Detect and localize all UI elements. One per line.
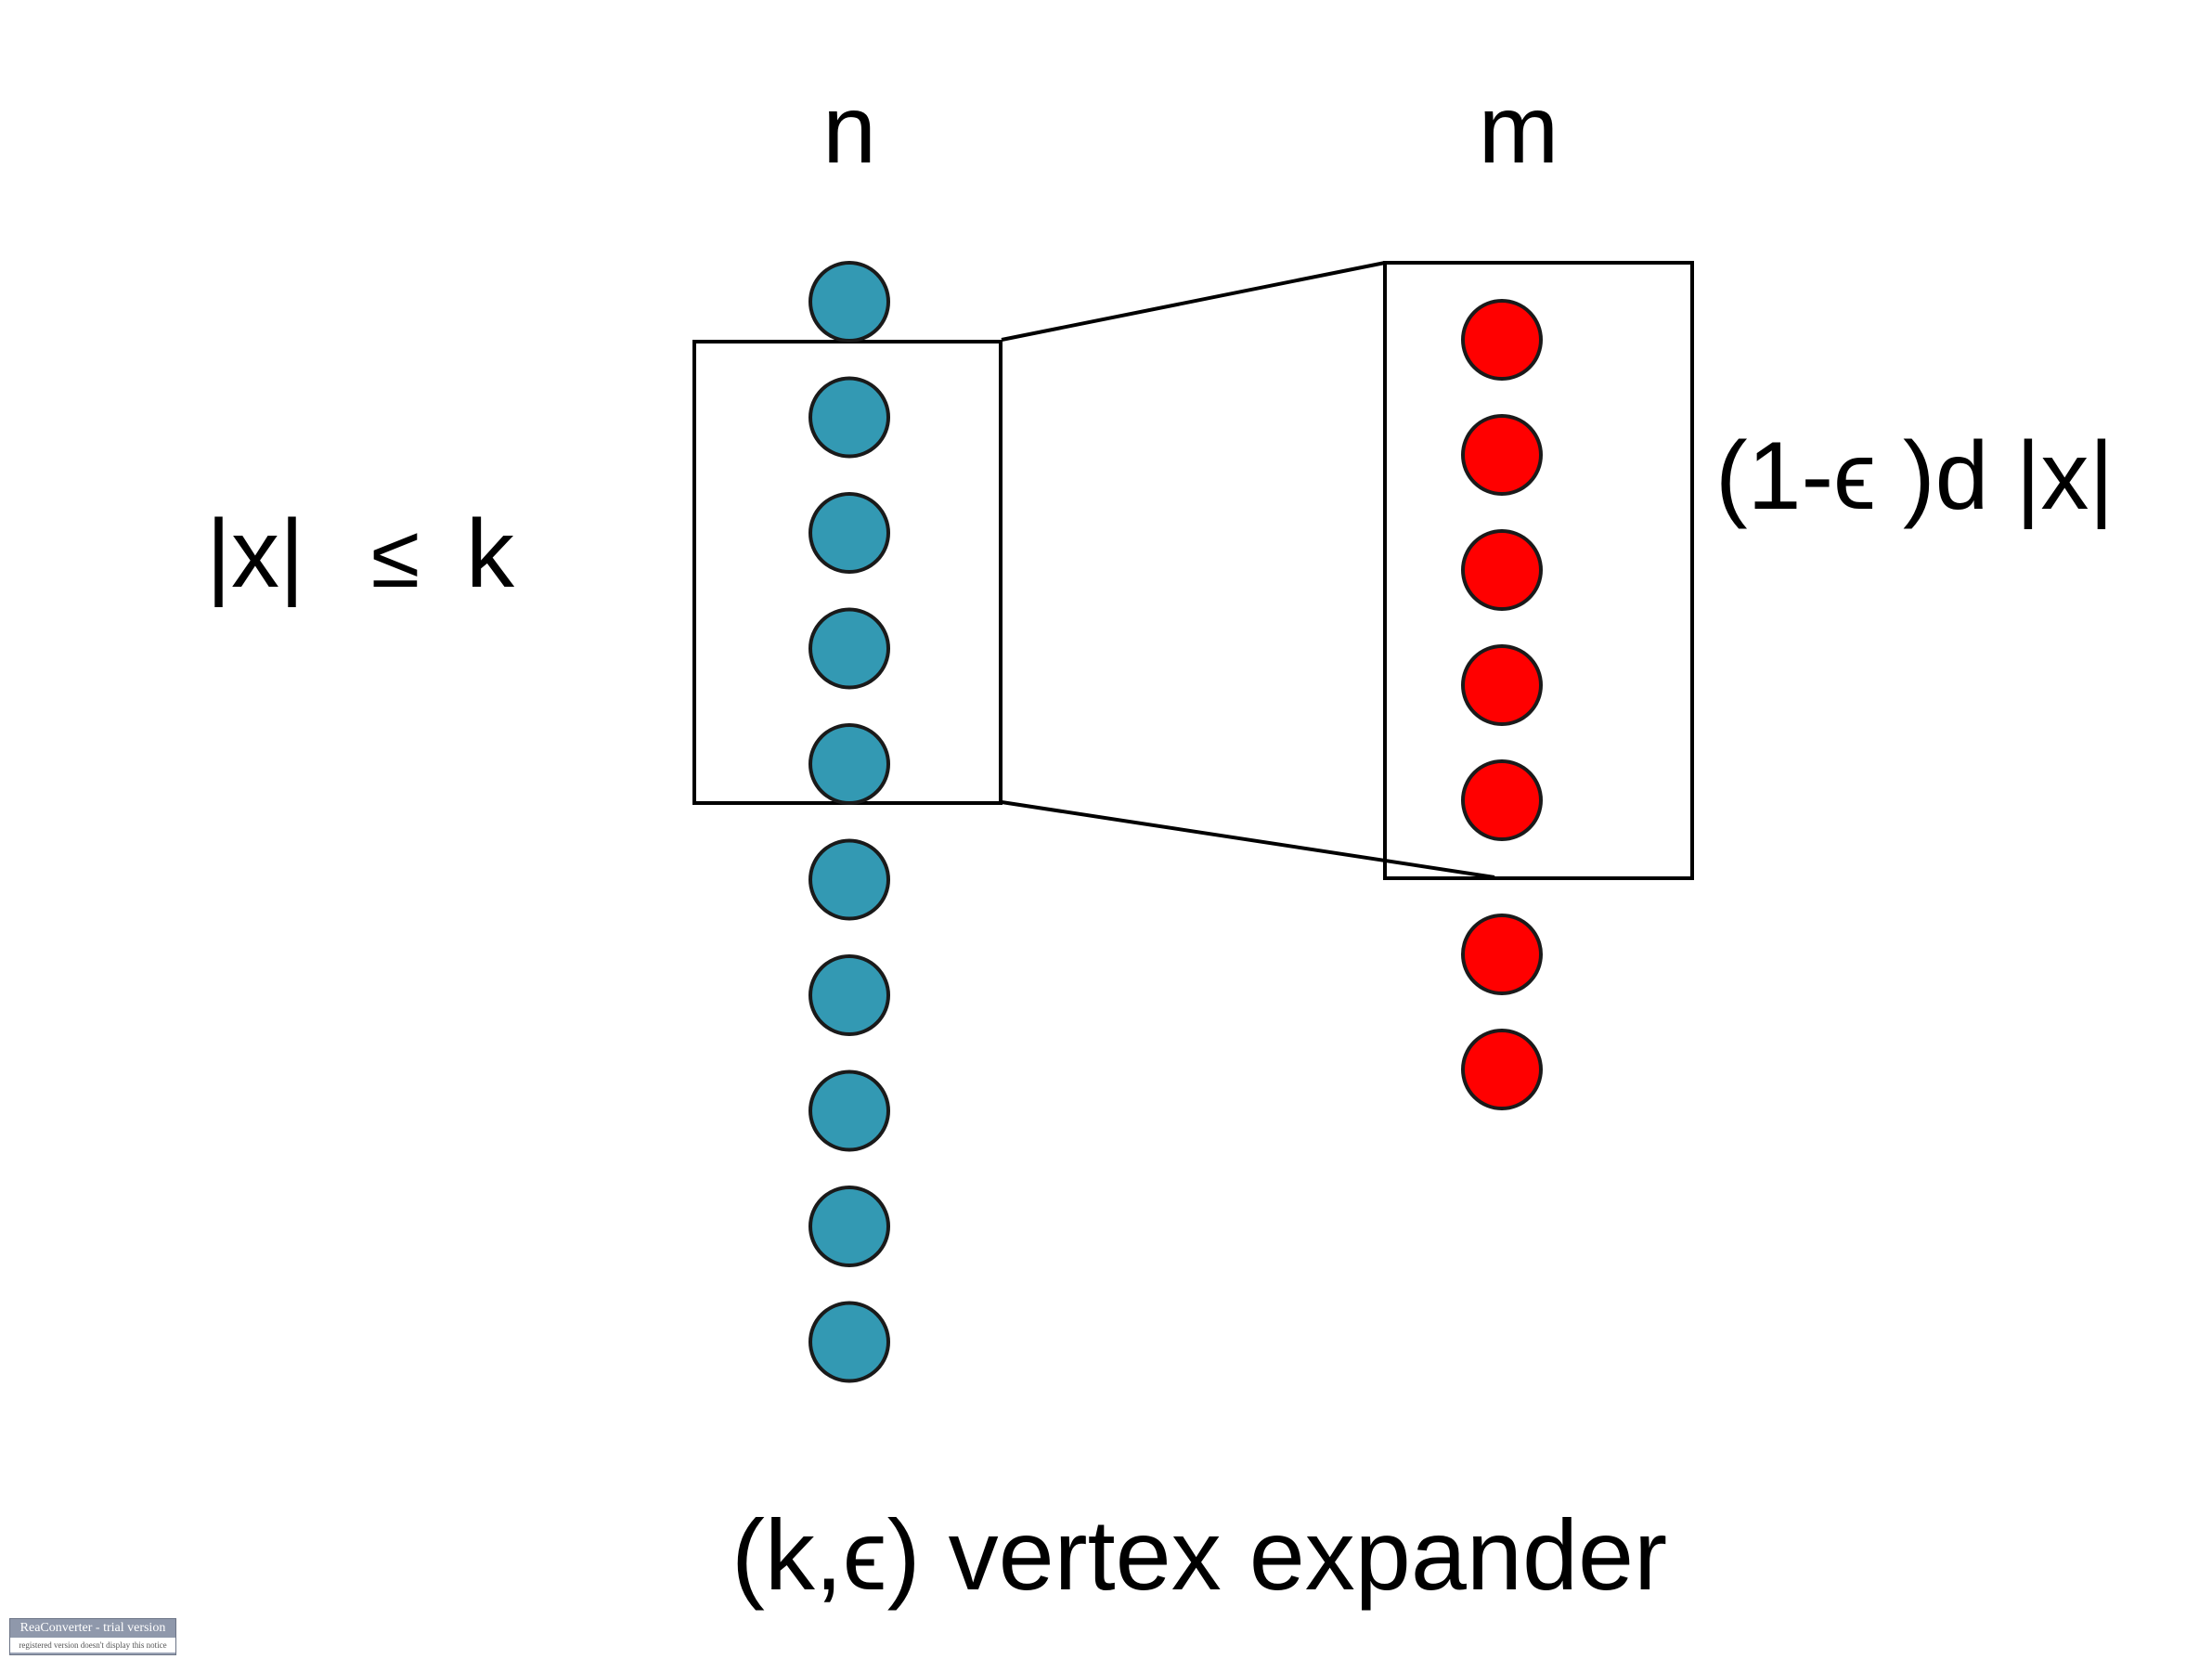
- diagram-caption: (k,ϵ) vertex expander: [731, 1498, 1667, 1611]
- left-set-bound-label: k: [466, 500, 515, 608]
- expansion-connector-lines: [1001, 261, 1495, 879]
- left-vertex-8: [808, 1069, 890, 1152]
- right-set-size-label: (1-ϵ )d |x|: [1715, 422, 2114, 530]
- right-vertex-4: [1461, 644, 1543, 726]
- left-vertex-4: [808, 607, 890, 690]
- right-neighborhood-box: [1383, 261, 1694, 880]
- left-vertex-6: [808, 838, 890, 921]
- left-vertex-9: [808, 1186, 890, 1267]
- left-vertex-2: [808, 376, 890, 459]
- left-vertex-column: [808, 261, 890, 1383]
- upper-connector-line: [1001, 261, 1386, 342]
- right-vertex-5: [1461, 759, 1543, 841]
- left-set-size-label: |x|: [206, 500, 304, 608]
- left-vertex-1: [808, 261, 890, 343]
- trial-watermark: ReaConverter - trial version registered …: [9, 1618, 176, 1655]
- right-vertex-2: [1461, 414, 1543, 496]
- lower-connector-line: [1001, 800, 1495, 879]
- left-vertex-10: [808, 1301, 890, 1383]
- less-equal-symbol: ≤: [371, 507, 420, 606]
- right-vertex-1: [1461, 299, 1543, 381]
- left-vertex-3: [808, 492, 890, 574]
- watermark-title: ReaConverter - trial version: [10, 1619, 175, 1638]
- left-vertex-7: [808, 954, 890, 1036]
- right-vertex-3: [1461, 529, 1543, 611]
- watermark-notice: registered version doesn't display this …: [10, 1638, 175, 1653]
- right-vertex-column: [1461, 299, 1543, 1110]
- right-vertex-7: [1461, 1029, 1543, 1110]
- left-column-label: n: [822, 76, 876, 184]
- right-vertex-6: [1461, 914, 1543, 995]
- right-column-label: m: [1479, 76, 1559, 184]
- left-vertex-5: [808, 723, 890, 805]
